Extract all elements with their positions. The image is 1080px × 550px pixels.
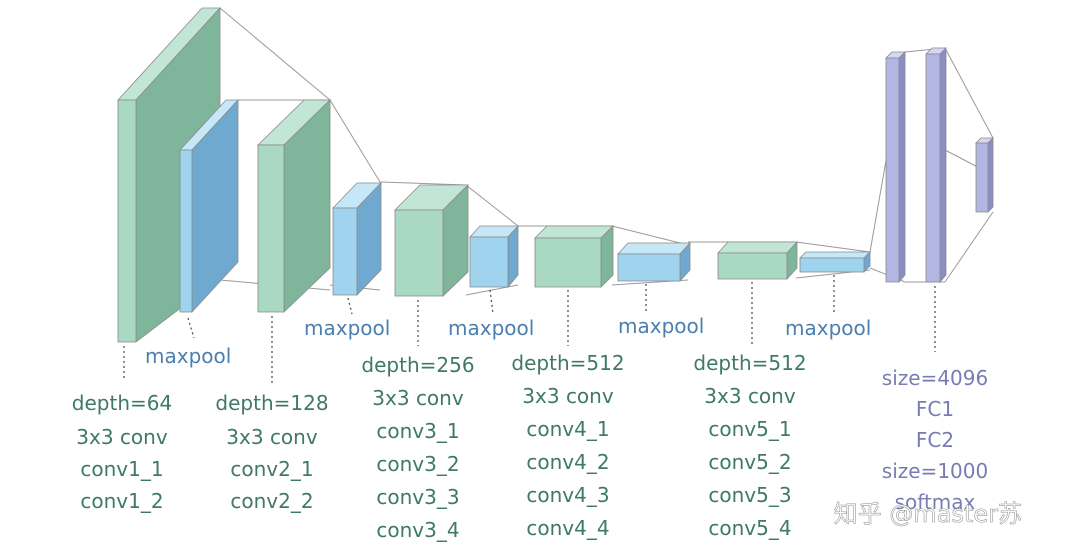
maxpool-label-4: maxpool [618,314,704,338]
pool1-layer [179,98,239,314]
block5-line-1: depth=512 [693,351,806,375]
block2-labels: depth=128 3x3 conv conv2_1 conv2_2 [215,391,328,513]
block1-line-3: conv1_1 [80,457,163,481]
block3-line-1: depth=256 [361,353,474,377]
block4-labels: depth=512 3x3 conv conv4_1 conv4_2 conv4… [511,351,624,540]
maxpool-label-5: maxpool [785,316,871,340]
pool5-layer [799,251,871,273]
block5-line-4: conv5_2 [708,450,791,474]
leader-lines [123,275,936,386]
block1-line-2: 3x3 conv [76,425,168,449]
fc-labels: size=4096 FC1 FC2 size=1000 softmax [882,366,988,514]
fc3-layer [975,137,994,213]
fc-line-4: size=1000 [882,459,988,483]
block3-line-6: conv3_4 [376,518,459,542]
block5-line-6: conv5_4 [708,516,791,540]
block4-line-2: 3x3 conv [522,384,614,408]
block3-line-3: conv3_1 [376,419,459,443]
block4-line-3: conv4_1 [526,417,609,441]
block1-labels: depth=64 3x3 conv conv1_1 conv1_2 [72,391,172,513]
block3-labels: depth=256 3x3 conv conv3_1 conv3_2 conv3… [361,353,474,542]
conv4-layer [534,225,614,288]
maxpool-label-1: maxpool [145,344,231,368]
block5-line-2: 3x3 conv [704,384,796,408]
conv5-layer [717,240,798,281]
block3-line-2: 3x3 conv [372,386,464,410]
pool4-layer [617,241,691,283]
fc-line-1: size=4096 [882,366,988,390]
maxpool-label-2: maxpool [304,316,390,340]
fc1-layer [885,51,906,284]
conv2-layer [257,99,331,313]
block1-line-1: depth=64 [72,391,172,415]
block2-line-1: depth=128 [215,391,328,415]
maxpool-label-3: maxpool [448,316,534,340]
fc-line-5: softmax [895,490,976,514]
block3-line-4: conv3_2 [376,452,459,476]
block2-line-4: conv2_2 [230,489,313,513]
block4-line-6: conv4_4 [526,516,609,540]
conv3-layer [394,184,469,297]
pool2-layer [332,182,382,296]
block5-labels: depth=512 3x3 conv conv5_1 conv5_2 conv5… [693,351,806,540]
pool3-layer [469,224,519,289]
block5-line-5: conv5_3 [708,483,791,507]
watermark: 知乎 @master苏 [834,500,1022,528]
block4-line-5: conv4_3 [526,483,609,507]
block3-line-5: conv3_3 [376,485,459,509]
block4-line-1: depth=512 [511,351,624,375]
block5-line-3: conv5_1 [708,417,791,441]
block2-line-2: 3x3 conv [226,425,318,449]
fc-line-3: FC2 [916,428,954,452]
block4-line-4: conv4_2 [526,450,609,474]
fc-line-2: FC1 [916,397,954,421]
block2-line-3: conv2_1 [230,457,313,481]
fc2-layer [925,47,947,284]
block1-line-4: conv1_2 [80,489,163,513]
